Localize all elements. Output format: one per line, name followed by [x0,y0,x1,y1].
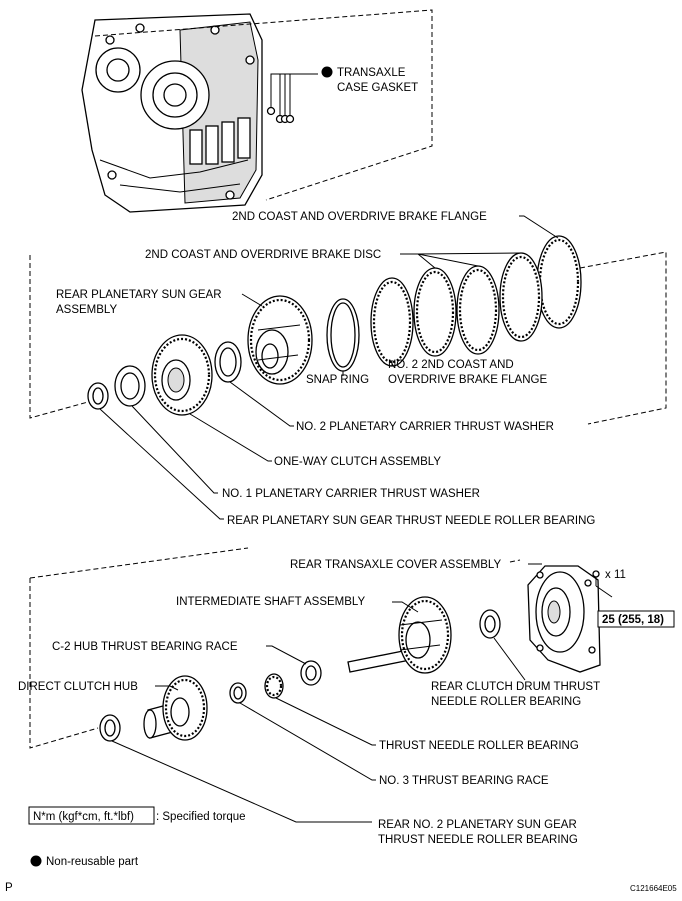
frame-middle [29,251,667,425]
label-no2-flange-2: OVERDRIVE BRAKE FLANGE [388,374,547,386]
label-transaxle: TRANSAXLE [337,67,406,79]
footer-page-letter: P [5,882,13,894]
label-snap-ring: SNAP RING [306,374,369,386]
label-no1-carrier-washer: NO. 1 PLANETARY CARRIER THRUST WASHER [222,488,480,500]
label-bolt-count: x 11 [605,569,626,581]
brake-disc-3 [413,267,457,357]
non-reusable-dot-icon [30,855,42,867]
label-rear-no2-bearing-1: REAR NO. 2 PLANETARY SUN GEAR [378,819,577,831]
snap-ring [326,298,360,372]
legend-torque-text: : Specified torque [156,811,246,823]
frame-top [94,9,433,201]
no2-brake-flange [370,277,414,367]
label-intermediate-shaft: INTERMEDIATE SHAFT ASSEMBLY [176,596,365,608]
label-one-way-clutch: ONE-WAY CLUTCH ASSEMBLY [274,456,441,468]
non-reusable-dot-gasket [321,66,333,78]
torque-box [597,610,675,628]
rear-transaxle-cover-assembly [527,565,601,673]
label-rear-drum-bearing-1: REAR CLUTCH DRUM THRUST [431,681,600,693]
label-rear-sun-gear-2: ASSEMBLY [56,304,117,316]
label-direct-clutch-hub: DIRECT CLUTCH HUB [18,681,138,693]
footer-figure-code: C121664E05 [630,884,677,893]
label-torque: 25 (255, 18) [602,614,664,626]
label-rear-sun-gear-1: REAR PLANETARY SUN GEAR [56,289,222,301]
label-brake-flange: 2ND COAST AND OVERDRIVE BRAKE FLANGE [232,211,487,223]
bolt-icon [592,570,600,586]
label-rear-no2-bearing-2: THRUST NEEDLE ROLLER BEARING [378,834,578,846]
label-rear-drum-bearing-2: NEEDLE ROLLER BEARING [431,696,581,708]
frame-bottom [29,559,521,749]
thrust-needle-roller-bearing [264,673,284,699]
brake-disc-1 [499,252,543,342]
sun-gear-thrust-needle-bearing [87,382,109,410]
no1-carrier-thrust-washer [114,365,146,407]
label-thrust-bearing: THRUST NEEDLE ROLLER BEARING [379,740,579,752]
one-way-clutch-assembly [151,334,213,416]
brake-flange [536,235,582,329]
no2-carrier-thrust-washer [214,341,242,383]
brake-disc-2 [456,265,500,355]
c2-hub-thrust-bearing-race [300,660,322,686]
label-no2-flange-1: NO. 2 2ND COAST AND [388,359,514,371]
intermediate-shaft-assembly [347,596,452,674]
label-no3-race: NO. 3 THRUST BEARING RACE [379,775,549,787]
legend-non-reusable-text: Non-reusable part [46,856,139,868]
transaxle-case [81,13,263,213]
transaxle-case-gaskets [266,73,318,124]
direct-clutch-hub [143,675,208,741]
label-case-gasket: CASE GASKET [337,82,418,94]
legend-torque-units: N*m (kgf*cm, ft.*lbf) [33,811,134,823]
legend-specified-torque: N*m (kgf*cm, ft.*lbf) : Specified torque [28,806,246,825]
label-rear-cover: REAR TRANSAXLE COVER ASSEMBLY [290,559,501,571]
no3-thrust-bearing-race [229,682,247,704]
rear-planetary-sun-gear-assembly [247,295,313,385]
label-brake-disc: 2ND COAST AND OVERDRIVE BRAKE DISC [145,249,381,261]
label-c2-race: C-2 HUB THRUST BEARING RACE [52,641,238,653]
rear-clutch-drum-thrust-bearing [479,609,501,639]
rear-no2-sun-gear-thrust-bearing [99,714,121,742]
label-sun-gear-bearing: REAR PLANETARY SUN GEAR THRUST NEEDLE RO… [227,515,595,527]
legend-non-reusable: Non-reusable part [30,855,139,868]
label-no2-carrier-washer: NO. 2 PLANETARY CARRIER THRUST WASHER [296,421,554,433]
